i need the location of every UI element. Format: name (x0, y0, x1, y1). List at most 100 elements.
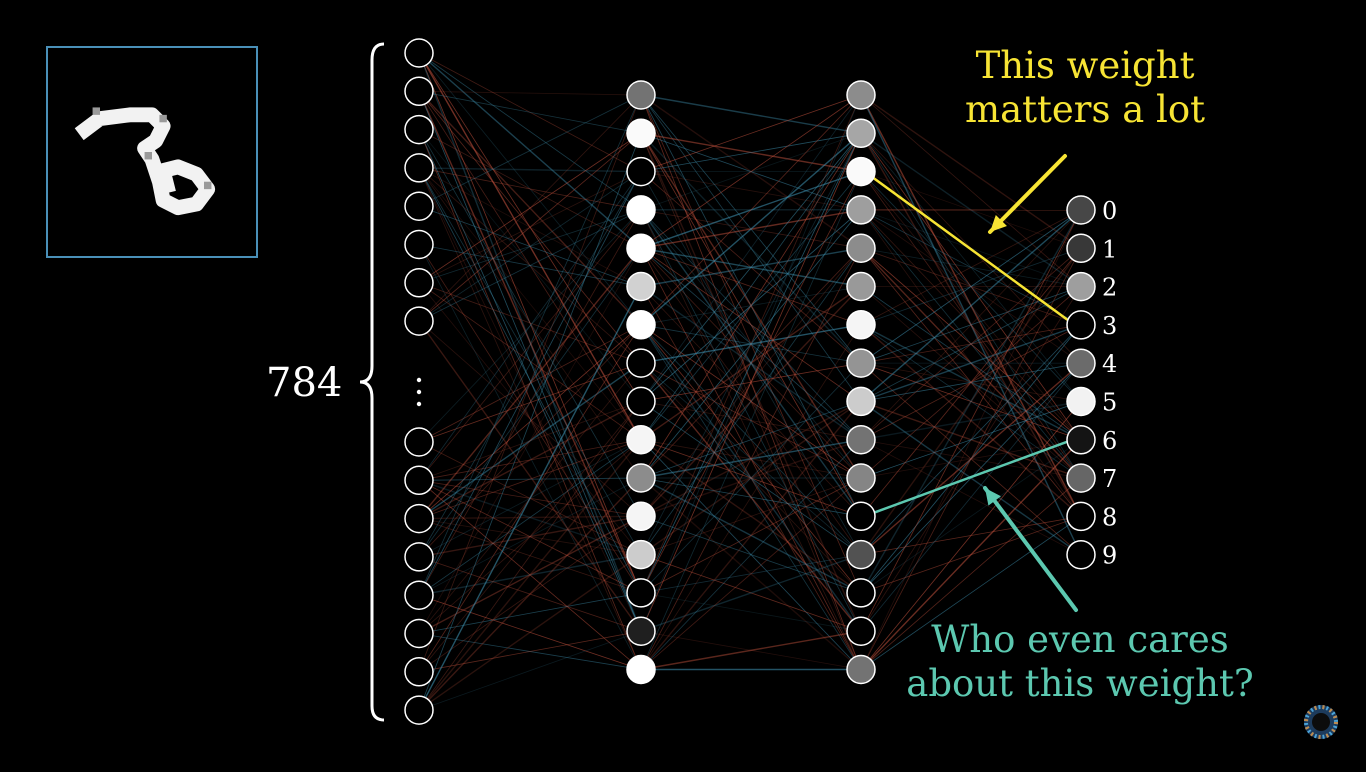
input-neuron (405, 269, 433, 297)
input-neuron (405, 658, 433, 686)
output-neuron (1067, 273, 1095, 301)
input-neuron (405, 620, 433, 648)
hidden1-neuron (627, 349, 655, 377)
weight-hidden1-hidden2 (641, 401, 861, 669)
unimportant-weight-line (875, 442, 1067, 513)
output-digit-label: 8 (1102, 503, 1117, 531)
hidden1-neuron (627, 81, 655, 109)
hidden1-neuron (627, 311, 655, 339)
hidden2-neuron (847, 196, 875, 224)
input-neuron (405, 581, 433, 609)
output-neuron (1067, 502, 1095, 530)
important-weight-line (873, 178, 1069, 321)
hidden1-neuron (627, 426, 655, 454)
hidden1-neuron (627, 387, 655, 415)
output-digit-label: 9 (1102, 542, 1117, 570)
weight-input-hidden1 (419, 133, 641, 710)
weight-input-hidden1 (419, 133, 641, 321)
hidden1-neuron (627, 196, 655, 224)
output-neuron (1067, 196, 1095, 224)
output-digit-label: 4 (1102, 350, 1117, 378)
output-neuron (1067, 349, 1095, 377)
weight-hidden1-hidden2 (641, 95, 861, 172)
weight-input-hidden1 (419, 631, 641, 710)
important-weight-arrow (990, 156, 1065, 232)
hidden2-neuron (847, 426, 875, 454)
input-neuron (405, 505, 433, 533)
output-neuron (1067, 426, 1095, 454)
unimportant-weight-note-line2: about this weight? (870, 662, 1290, 706)
weight-hidden1-hidden2 (641, 248, 861, 401)
weight-hidden1-hidden2 (641, 478, 861, 555)
hidden1-neuron (627, 617, 655, 645)
input-neuron (405, 192, 433, 220)
highlighted-weights (873, 178, 1069, 513)
weight-input-hidden1 (419, 172, 641, 322)
weight-hidden2-output (861, 210, 1081, 670)
output-digit-label: 3 (1102, 312, 1117, 340)
weight-hidden1-hidden2 (641, 401, 861, 478)
hidden1-neuron (627, 464, 655, 492)
input-neuron (405, 696, 433, 724)
output-neuron (1067, 541, 1095, 569)
weight-hidden1-hidden2 (641, 133, 861, 401)
output-neuron (1067, 311, 1095, 339)
hidden1-neuron (627, 273, 655, 301)
output-digit-label: 2 (1102, 274, 1117, 302)
unimportant-weight-arrow (985, 488, 1076, 610)
weight-input-hidden1 (419, 168, 641, 210)
handwritten-digit (48, 48, 256, 256)
weight-hidden2-output (861, 363, 1081, 631)
hidden1-neuron (627, 579, 655, 607)
hidden1-neuron (627, 656, 655, 684)
weight-input-hidden1 (419, 440, 641, 519)
important-weight-note-line2: matters a lot (905, 88, 1265, 132)
input-neuron (405, 39, 433, 67)
input-neuron (405, 154, 433, 182)
hidden2-neuron (847, 119, 875, 147)
weight-input-hidden1 (419, 593, 641, 634)
input-neuron (405, 77, 433, 105)
input-neuron (405, 543, 433, 571)
important-weight-note: This weight matters a lot (905, 44, 1265, 132)
hidden2-neuron (847, 158, 875, 186)
important-weight-note-line1: This weight (905, 44, 1265, 88)
hidden2-neuron (847, 311, 875, 339)
hidden2-neuron (847, 387, 875, 415)
unimportant-weight-note: Who even cares about this weight? (870, 618, 1290, 706)
hidden2-neuron (847, 234, 875, 262)
output-digit-label: 6 (1102, 427, 1117, 455)
ellipsis-dot (417, 402, 421, 406)
output-neuron (1067, 234, 1095, 262)
output-digit-label: 0 (1102, 197, 1117, 225)
input-neuron (405, 428, 433, 456)
hidden2-neuron (847, 349, 875, 377)
hidden1-neuron (627, 158, 655, 186)
input-neuron (405, 116, 433, 144)
weight-hidden1-hidden2 (641, 133, 861, 439)
hidden2-neuron (847, 579, 875, 607)
weight-input-hidden1 (419, 401, 641, 671)
hidden2-neuron (847, 502, 875, 530)
input-digit-image (46, 46, 258, 258)
hidden1-neuron (627, 119, 655, 147)
output-digit-label: 5 (1102, 389, 1117, 417)
output-digit-label: 1 (1102, 235, 1117, 263)
input-neuron (405, 466, 433, 494)
output-digit-label: 7 (1102, 465, 1117, 493)
output-neuron (1067, 388, 1095, 416)
input-neuron (405, 307, 433, 335)
hidden1-neuron (627, 541, 655, 569)
hidden2-neuron (847, 273, 875, 301)
ellipsis-dot (417, 378, 421, 382)
input-count-label: 784 (266, 360, 342, 406)
channel-logo-icon (1302, 703, 1340, 741)
hidden2-neuron (847, 541, 875, 569)
input-neuron (405, 231, 433, 259)
weight-connections (419, 53, 1081, 710)
weight-hidden1-hidden2 (641, 95, 861, 631)
hidden2-neuron (847, 464, 875, 492)
hidden2-neuron (847, 81, 875, 109)
output-neuron (1067, 464, 1095, 492)
